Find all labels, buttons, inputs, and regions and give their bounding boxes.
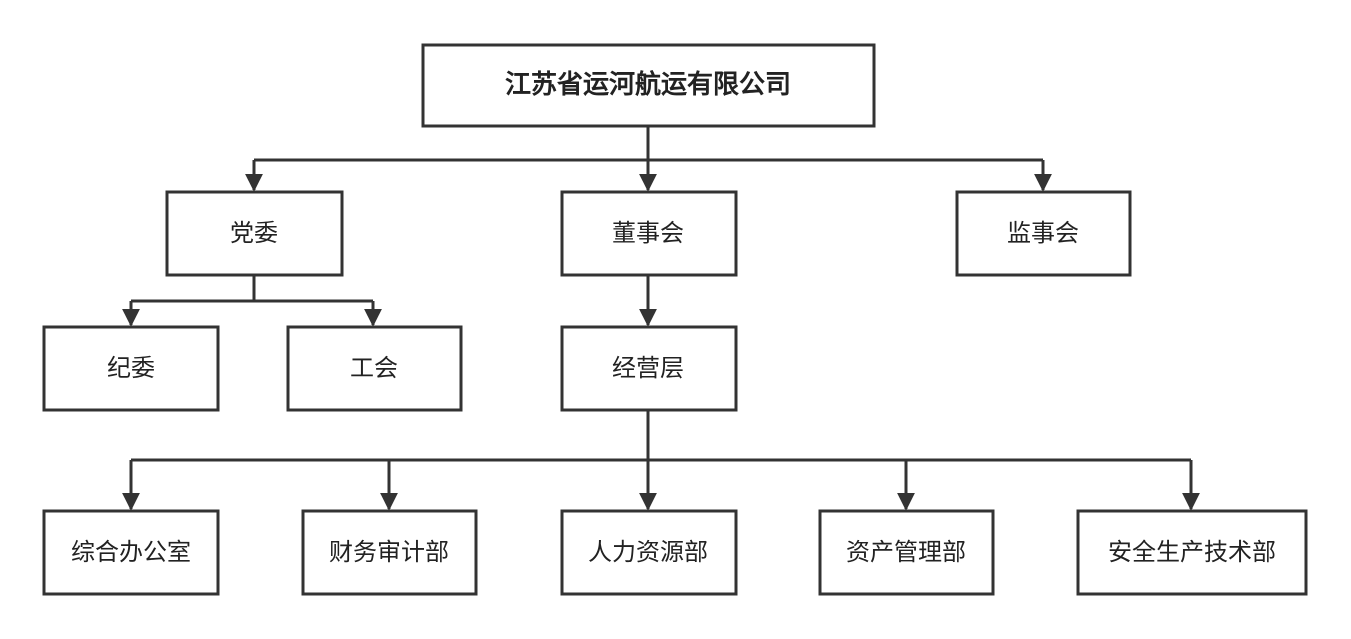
- node-department-label: 财务审计部: [329, 538, 449, 566]
- node-board: 董事会: [560, 190, 738, 277]
- connectors: [122, 126, 1200, 511]
- node-root: 江苏省运河航运有限公司: [421, 43, 876, 128]
- node-party-committee-label: 党委: [230, 219, 278, 247]
- node-management: 经营层: [560, 325, 738, 412]
- node-labor-union: 工会: [286, 325, 463, 412]
- node-discipline-committee-label: 纪委: [107, 354, 155, 382]
- node-supervisory-board: 监事会: [955, 190, 1132, 277]
- node-labor-union-label: 工会: [350, 354, 398, 382]
- node-department: 安全生产技术部: [1076, 509, 1308, 596]
- node-department-label: 综合办公室: [71, 538, 191, 566]
- node-department: 综合办公室: [42, 509, 220, 596]
- node-party-committee: 党委: [165, 190, 344, 277]
- node-management-label: 经营层: [612, 354, 684, 382]
- node-department-label: 安全生产技术部: [1108, 538, 1276, 566]
- node-department-label: 资产管理部: [846, 538, 966, 566]
- node-department: 财务审计部: [301, 509, 478, 596]
- node-discipline-committee: 纪委: [42, 325, 220, 412]
- node-department: 人力资源部: [560, 509, 738, 596]
- node-department: 资产管理部: [818, 509, 995, 596]
- node-root-label: 江苏省运河航运有限公司: [505, 69, 791, 100]
- node-supervisory-board-label: 监事会: [1007, 219, 1079, 247]
- node-department-label: 人力资源部: [588, 538, 708, 566]
- node-board-label: 董事会: [612, 219, 684, 247]
